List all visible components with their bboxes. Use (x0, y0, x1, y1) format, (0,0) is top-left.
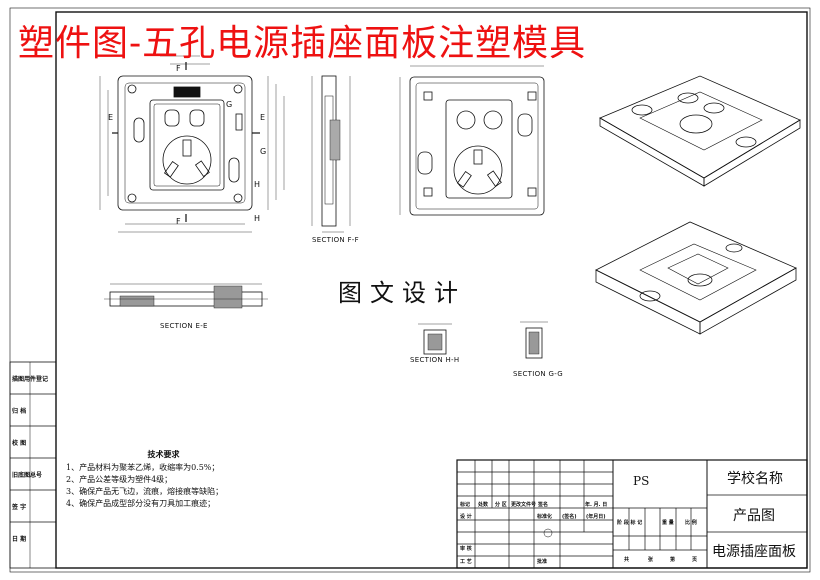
tb-approve: 批准 (537, 559, 548, 565)
section-hh-view (418, 323, 452, 355)
inner-border (55, 11, 808, 569)
cut-letter-f-bottom: F (176, 217, 181, 226)
cut-letter-e-right: E (260, 113, 266, 122)
sidebar-label-0: 描图用件登记 (12, 376, 49, 383)
cut-letter-h-bottom: H (254, 214, 261, 223)
banner-title: 塑件图-五孔电源插座面板注塑模具 (18, 23, 587, 64)
back-view (399, 65, 545, 216)
tb-zone: 分 区 (495, 502, 507, 508)
technical-note-item: 3、确保产品无飞边，流痕，熔接痕等缺陷； (66, 487, 224, 496)
technical-note-item: 2、产品公差等级为塑件4级； (66, 475, 173, 484)
sidebar-label-5: 日 期 (12, 536, 27, 543)
tb-design: 设 计 (460, 514, 472, 520)
tb-page: 页 (692, 557, 698, 563)
sidebar-label-2: 校 图 (12, 440, 27, 447)
sidebar-label-1: 归 档 (12, 408, 27, 415)
section-ff-label: SECTION F-F (312, 236, 359, 244)
tb-sheet-unit: 张 (648, 557, 654, 563)
drawing-type: 产品图 (733, 508, 775, 524)
isometric-front-view (599, 75, 801, 187)
technical-notes: 技术要求 1、产品材料为聚苯乙烯，收缩率为0.5%； 2、产品公差等级为塑件4级… (66, 448, 223, 510)
cut-letter-e-left: E (108, 113, 114, 122)
technical-note-item: 4、确保产品成型部分没有刀具加工痕迹； (66, 499, 216, 508)
front-view (99, 55, 285, 233)
section-ee-label: SECTION E-E (160, 322, 208, 330)
sidebar-label-3: 旧底图总号 (12, 472, 43, 479)
tb-standard: 标准化 (537, 514, 553, 520)
center-design-text: 图文设计 (338, 279, 466, 307)
section-ee-view (104, 283, 268, 309)
tb-audit: 审 核 (460, 546, 472, 552)
title-block-frame (456, 459, 808, 569)
tb-sign: 签名 (538, 502, 549, 508)
tb-change-doc: 更改文件号 (511, 502, 537, 508)
cut-letter-h-right: H (254, 180, 261, 189)
section-gg-label: SECTION G-G (513, 370, 563, 378)
material-code: PS (633, 474, 650, 488)
school-name: 学校名称 (727, 471, 783, 487)
tb-date: 年. 月. 日 (585, 502, 608, 508)
tb-design-date: (年月日) (586, 514, 606, 520)
tb-weight: 重 量 (662, 520, 674, 526)
tb-number: 第 (670, 557, 676, 563)
tb-count: 处数 (478, 502, 489, 508)
tb-mark: 标记 (460, 502, 471, 508)
sidebar-table (9, 361, 57, 569)
tb-stage-mark: 阶 段 标 记 (617, 520, 643, 526)
cut-letter-f-top: F (176, 64, 181, 73)
technical-note-item: 1、产品材料为聚苯乙烯，收缩率为0.5%； (66, 463, 220, 472)
section-hh-label: SECTION H-H (410, 356, 460, 364)
tb-design-sign: (签名) (562, 514, 577, 520)
part-name: 电源插座面板 (712, 544, 796, 560)
tb-process: 工 艺 (460, 559, 472, 565)
outer-border (9, 7, 811, 573)
sidebar-label-4: 签 字 (12, 504, 27, 511)
cut-letter-g-top: G (226, 100, 233, 109)
tb-scale: 比 例 (685, 520, 697, 526)
technical-notes-title: 技术要求 (147, 449, 180, 459)
isometric-back-view (595, 221, 797, 335)
cut-letter-g-right: G (260, 147, 267, 156)
tb-total: 共 (624, 557, 630, 563)
section-gg-view (520, 321, 548, 359)
section-ff-view (311, 75, 351, 233)
